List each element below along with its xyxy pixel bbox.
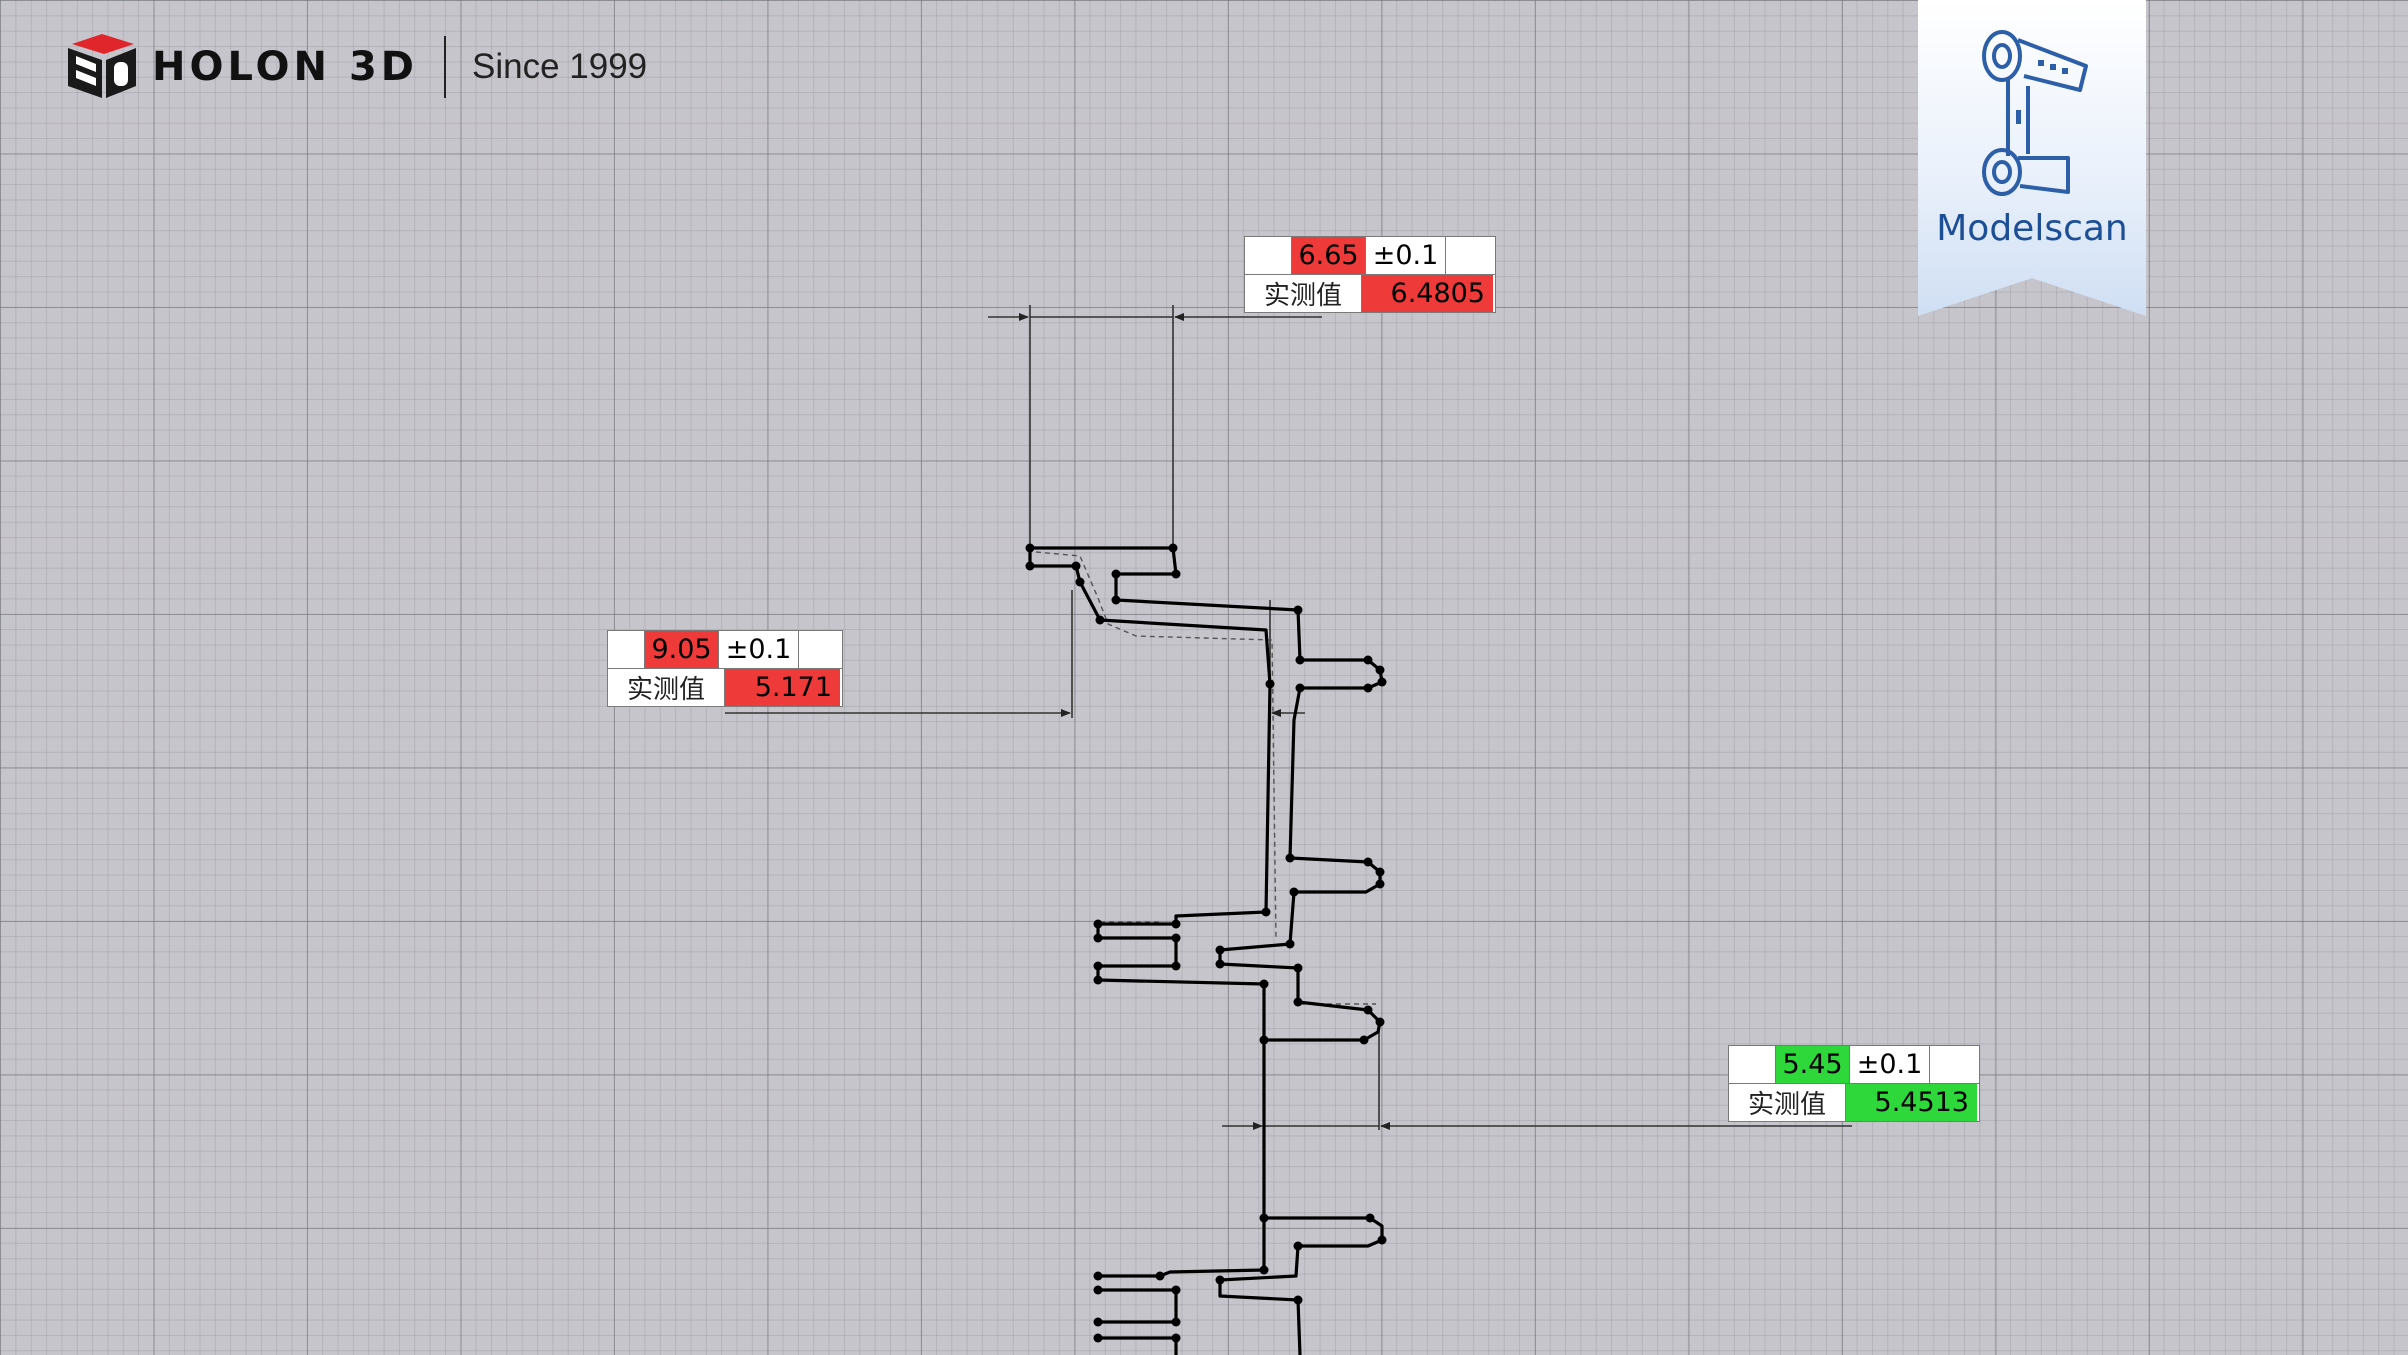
blank-cell — [1929, 1046, 1977, 1083]
brand-since: Since 1999 — [471, 47, 648, 86]
nominal-value: 6.65 — [1291, 237, 1365, 274]
dimension-measured-row: 实测值 6.4805 — [1245, 274, 1495, 312]
dimension-label-2[interactable]: 9.05 ±0.1 实测值 5.171 — [607, 630, 843, 707]
dimension-nominal-row: 9.05 ±0.1 — [608, 631, 842, 668]
brand-divider — [443, 36, 446, 98]
tolerance-value: ±0.1 — [1849, 1046, 1929, 1083]
dimension-label-3[interactable]: 5.45 ±0.1 实测值 5.4513 — [1728, 1045, 1980, 1122]
blank-cell — [798, 631, 840, 668]
dimension-lines-1 — [988, 305, 1322, 548]
tolerance-value: ±0.1 — [718, 631, 798, 668]
measured-label: 实测值 — [1263, 281, 1342, 311]
brand-header: HOLON 3D Since 1999 — [62, 32, 647, 102]
blank-cell — [608, 631, 644, 668]
tolerance-value: ±0.1 — [1365, 237, 1445, 274]
nominal-value: 9.05 — [644, 631, 718, 668]
dimension-measured-row: 实测值 5.171 — [608, 668, 842, 706]
dimension-nominal-row: 6.65 ±0.1 — [1245, 237, 1495, 274]
measured-label: 实测值 — [626, 675, 705, 705]
profile-vertices — [1025, 543, 1387, 1343]
dimension-nominal-row: 5.45 ±0.1 — [1729, 1046, 1979, 1083]
brand-name: HOLON 3D — [152, 44, 418, 90]
blank-cell — [1245, 237, 1291, 274]
dimension-label-1[interactable]: 6.65 ±0.1 实测值 6.4805 — [1244, 236, 1496, 313]
blank-cell — [1729, 1046, 1775, 1083]
measured-value: 6.4805 — [1361, 275, 1493, 312]
measured-profile — [1028, 546, 1384, 1355]
holon-cube-logo-icon — [68, 34, 136, 98]
blank-cell — [1445, 237, 1493, 274]
dimension-measured-row: 实测值 5.4513 — [1729, 1083, 1979, 1121]
badge-label: Modelscan — [1936, 208, 2128, 249]
modelscan-badge: Modelscan — [1918, 0, 2146, 316]
nominal-value: 5.45 — [1775, 1046, 1849, 1083]
handheld-3d-scanner-icon — [1982, 30, 2088, 196]
measured-label: 实测值 — [1747, 1090, 1826, 1120]
scan-deviation-lines — [1035, 551, 1376, 1005]
measured-value: 5.4513 — [1845, 1084, 1977, 1121]
measured-value: 5.171 — [724, 669, 840, 706]
